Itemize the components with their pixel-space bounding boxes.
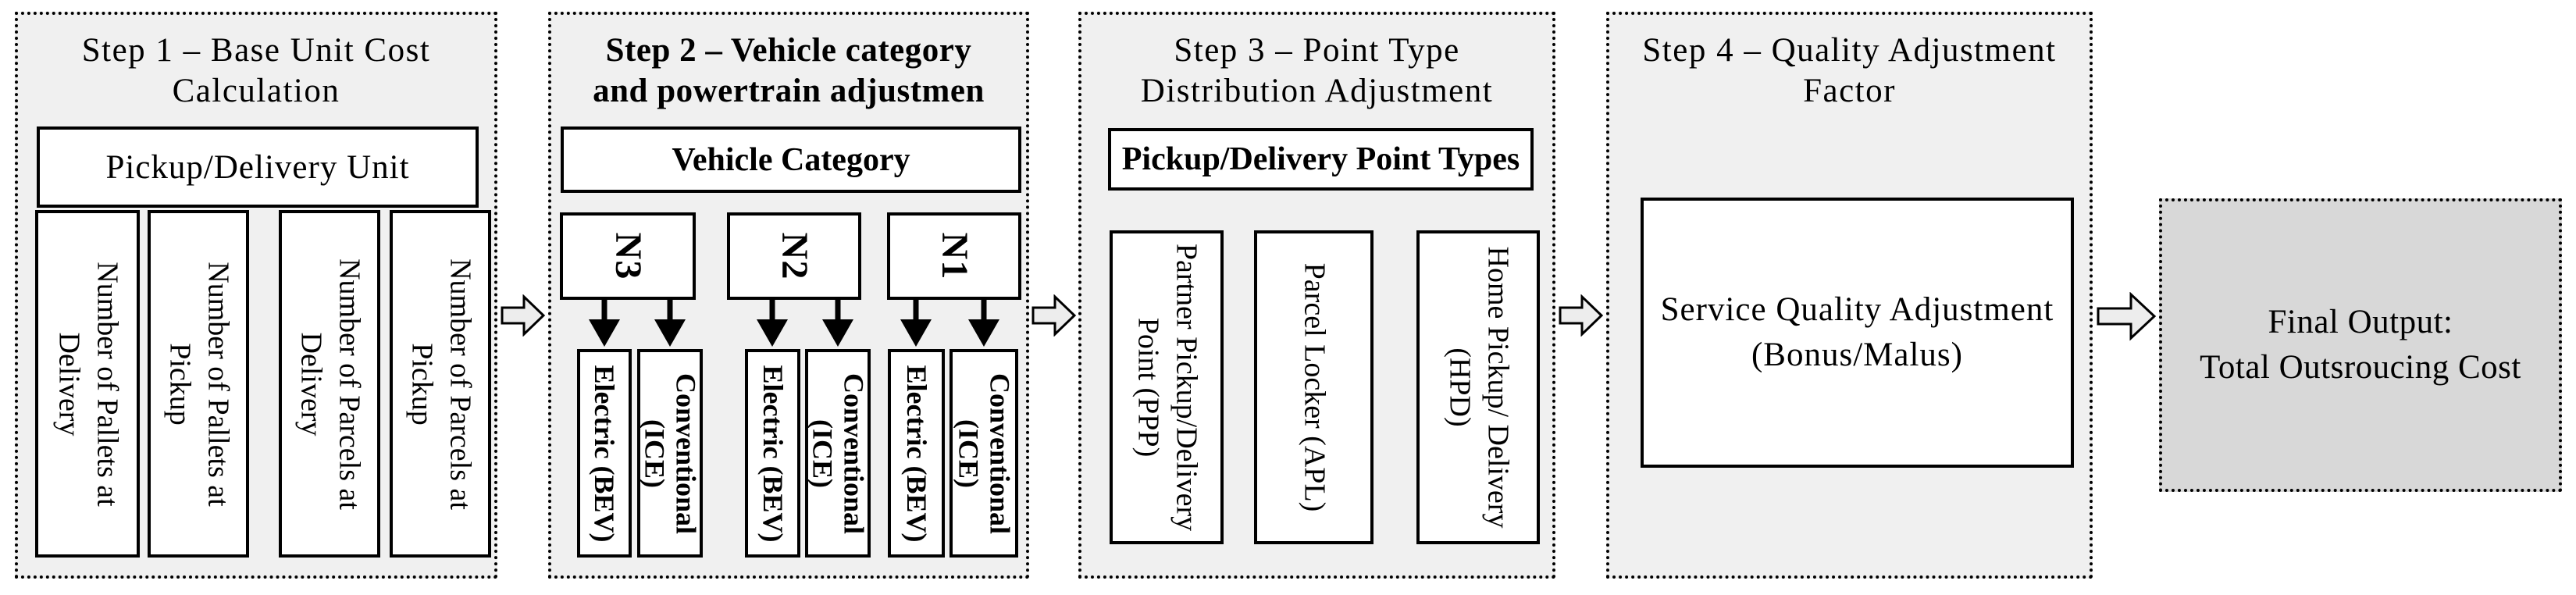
- label-line1: Conventional: [670, 372, 702, 534]
- label-line1: Number of Pallets at: [91, 261, 124, 507]
- label-line2: (ICE): [639, 419, 670, 488]
- step3-title-line2: Distribution Adjustment: [1140, 73, 1494, 110]
- final-output-box: Final Output: Total Outsroucing Cost: [2159, 198, 2562, 492]
- label-line1: Partner Pickup/Delivery: [1170, 243, 1203, 532]
- vehicle-category-box: Vehicle Category: [561, 126, 1021, 193]
- flow-arrow-icon: [501, 294, 546, 337]
- input-box-parcels-delivery: Number of Parcels at Delivery: [279, 210, 380, 558]
- step1-title-line1: Step 1 – Base Unit Cost: [81, 32, 431, 69]
- rotated-label: Home Pickup/ Delivery (HPD): [1440, 234, 1517, 540]
- powertrain-box-n2-electric: Electric (BEV): [745, 349, 800, 558]
- service-quality-adjustment-box: Service Quality Adjustment (Bonus/Malus): [1641, 198, 2074, 468]
- step4-title: Step 4 – Quality Adjustment Factor: [1609, 30, 2090, 112]
- label-line1: Home Pickup/ Delivery: [1481, 246, 1515, 529]
- input-box-pallets-delivery: Number of Pallets at Delivery: [35, 210, 140, 558]
- powertrain-box-n2-conventional: Conventional (ICE): [805, 349, 871, 558]
- service-quality-adjustment-label: Service Quality Adjustment (Bonus/Malus): [1661, 287, 2054, 378]
- label-line2: (ICE): [953, 419, 984, 488]
- category-label: N1: [934, 232, 976, 280]
- label-line2: Point (PPP): [1131, 317, 1164, 458]
- point-box-hpd: Home Pickup/ Delivery (HPD): [1416, 230, 1540, 544]
- input-box-parcels-pickup: Number of Parcels at Pickup: [390, 210, 491, 558]
- step4-title-line1: Step 4 – Quality Adjustment: [1642, 32, 2057, 69]
- label-line2: (Bonus/Malus): [1751, 337, 1963, 373]
- rotated-label: Number of Parcels at Pickup: [402, 213, 479, 554]
- step2-title: Step 2 – Vehicle category and powertrain…: [551, 30, 1026, 112]
- rotated-label: Conventional (ICE): [639, 353, 702, 554]
- point-types-box: Pickup/Delivery Point Types: [1108, 128, 1534, 191]
- step2-title-line1: Step 2 – Vehicle category: [605, 32, 972, 69]
- point-types-label: Pickup/Delivery Point Types: [1121, 141, 1520, 177]
- rotated-label: Number of Pallets at Delivery: [49, 213, 126, 554]
- step1-title: Step 1 – Base Unit Cost Calculation: [18, 30, 494, 112]
- label-line1: Number of Parcels at: [333, 258, 366, 510]
- label-line2: Pickup: [163, 342, 196, 426]
- final-output-line2: Total Outsroucing Cost: [2200, 349, 2521, 386]
- label-line1: Parcel Locker (APL): [1298, 262, 1331, 512]
- rotated-label: Number of Parcels at Delivery: [291, 213, 369, 554]
- rotated-label: Conventional (ICE): [953, 353, 1016, 554]
- down-arrow-icon: [654, 298, 686, 347]
- input-box-pallets-pickup: Number of Pallets at Pickup: [148, 210, 249, 558]
- vehicle-category-label: Vehicle Category: [672, 141, 910, 178]
- label-line1: Conventional: [984, 372, 1016, 534]
- rotated-label: Electric (BEV): [589, 353, 620, 554]
- flow-arrow-icon: [1031, 294, 1077, 337]
- category-label: N3: [607, 232, 650, 280]
- down-arrow-icon: [822, 298, 853, 347]
- down-arrow-icon: [757, 298, 788, 347]
- rotated-label: Electric (BEV): [757, 353, 789, 554]
- pickup-delivery-unit-label: Pickup/Delivery Unit: [105, 148, 410, 186]
- step3-title-line1: Step 3 – Point Type: [1174, 32, 1460, 69]
- label-line2: Pickup: [405, 342, 438, 426]
- step1-title-line2: Calculation: [172, 73, 340, 110]
- flow-arrow-icon: [1559, 294, 1604, 337]
- rotated-label: Parcel Locker (APL): [1295, 234, 1333, 540]
- label-line1: Electric (BEV): [589, 365, 621, 542]
- panel-step2: Step 2 – Vehicle category and powertrain…: [548, 12, 1029, 579]
- rotated-label: Conventional (ICE): [807, 353, 870, 554]
- rotated-label: Electric (BEV): [900, 353, 932, 554]
- label-line1: Conventional: [838, 372, 870, 534]
- label-line1: Service Quality Adjustment: [1660, 290, 2054, 328]
- step3-title: Step 3 – Point Type Distribution Adjustm…: [1081, 30, 1552, 112]
- down-arrow-icon: [900, 298, 932, 347]
- label-line2: Delivery: [294, 332, 327, 436]
- point-box-ppp: Partner Pickup/Delivery Point (PPP): [1110, 230, 1224, 544]
- final-output-line1: Final Output:: [2268, 303, 2453, 340]
- rotated-label: Partner Pickup/Delivery Point (PPP): [1128, 234, 1206, 540]
- category-box-n1: N1: [887, 212, 1021, 300]
- panel-step1: Step 1 – Base Unit Cost Calculation Pick…: [15, 12, 497, 579]
- powertrain-box-n3-conventional: Conventional (ICE): [637, 349, 703, 558]
- category-label: N2: [774, 232, 816, 280]
- label-line2: Delivery: [52, 332, 85, 436]
- label-line2: (HPD): [1443, 347, 1476, 427]
- label-line1: Electric (BEV): [757, 365, 789, 542]
- panel-step4: Step 4 – Quality Adjustment Factor Servi…: [1606, 12, 2093, 579]
- label-line1: Number of Pallets at: [201, 261, 235, 507]
- rotated-label: Number of Pallets at Pickup: [160, 213, 237, 554]
- down-arrow-icon: [968, 298, 999, 347]
- powertrain-box-n1-conventional: Conventional (ICE): [950, 349, 1018, 558]
- powertrain-box-n3-electric: Electric (BEV): [577, 349, 632, 558]
- down-arrow-icon: [589, 298, 620, 347]
- label-line1: Electric (BEV): [900, 365, 932, 542]
- powertrain-box-n1-electric: Electric (BEV): [888, 349, 945, 558]
- category-box-n2: N2: [727, 212, 861, 300]
- pickup-delivery-unit-box: Pickup/Delivery Unit: [37, 126, 479, 208]
- point-box-apl: Parcel Locker (APL): [1254, 230, 1374, 544]
- panel-step3: Step 3 – Point Type Distribution Adjustm…: [1078, 12, 1555, 579]
- flow-arrow-icon: [2097, 292, 2157, 341]
- label-line1: Number of Parcels at: [444, 258, 477, 510]
- step4-title-line2: Factor: [1803, 73, 1896, 110]
- step2-title-line2: and powertrain adjustmen: [593, 73, 985, 110]
- category-box-n3: N3: [560, 212, 696, 300]
- final-output-label: Final Output: Total Outsroucing Cost: [2200, 300, 2521, 390]
- label-line2: (ICE): [807, 419, 838, 488]
